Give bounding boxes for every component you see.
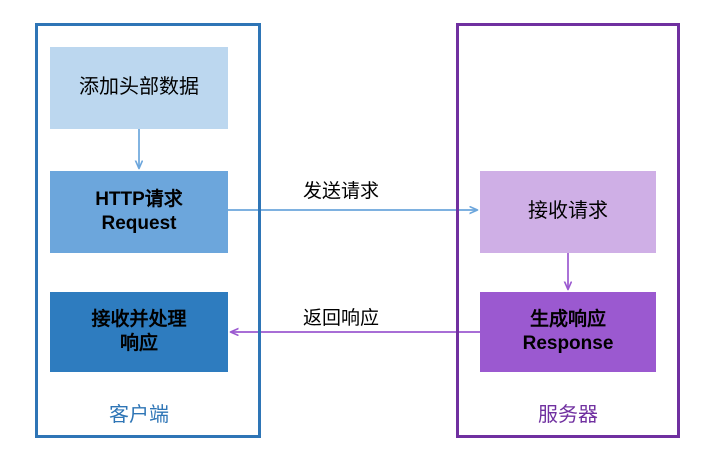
node-add-header-text: 添加头部数据 — [50, 75, 228, 101]
node-add-header[interactable]: 添加头部数据 — [50, 47, 228, 129]
client-zone-container — [35, 23, 261, 438]
node-http-request[interactable]: HTTP请求 Request — [50, 171, 228, 253]
zone-label-client: 客户端 — [109, 404, 169, 426]
node-receive-response-line-2: 响应 — [119, 333, 158, 354]
node-receive-response-text: 接收并处理 响应 — [50, 308, 228, 357]
node-http-request-line-2: Request — [101, 213, 177, 234]
node-accept-request-line-1: 接收请求 — [528, 200, 608, 223]
node-generate-response-text: 生成响应 Response — [480, 308, 656, 357]
node-generate-response-line-1: 生成响应 — [529, 308, 606, 330]
node-generate-response-line-2: Response — [522, 333, 614, 354]
server-zone-container — [456, 23, 680, 438]
node-accept-request-text: 接收请求 — [480, 199, 656, 225]
node-receive-response[interactable]: 接收并处理 响应 — [50, 292, 228, 372]
node-http-request-text: HTTP请求 Request — [50, 188, 228, 237]
edge-label-return-response: 返回响应 — [303, 308, 380, 329]
node-add-header-line-1: 添加头部数据 — [79, 76, 199, 99]
node-generate-response[interactable]: 生成响应 Response — [480, 292, 656, 372]
node-receive-response-line-1: 接收并处理 — [91, 308, 187, 330]
node-http-request-line-1: HTTP请求 — [95, 188, 183, 210]
edge-label-send-request: 发送请求 — [303, 181, 380, 202]
node-accept-request[interactable]: 接收请求 — [480, 171, 656, 253]
zone-label-server: 服务器 — [538, 404, 598, 426]
